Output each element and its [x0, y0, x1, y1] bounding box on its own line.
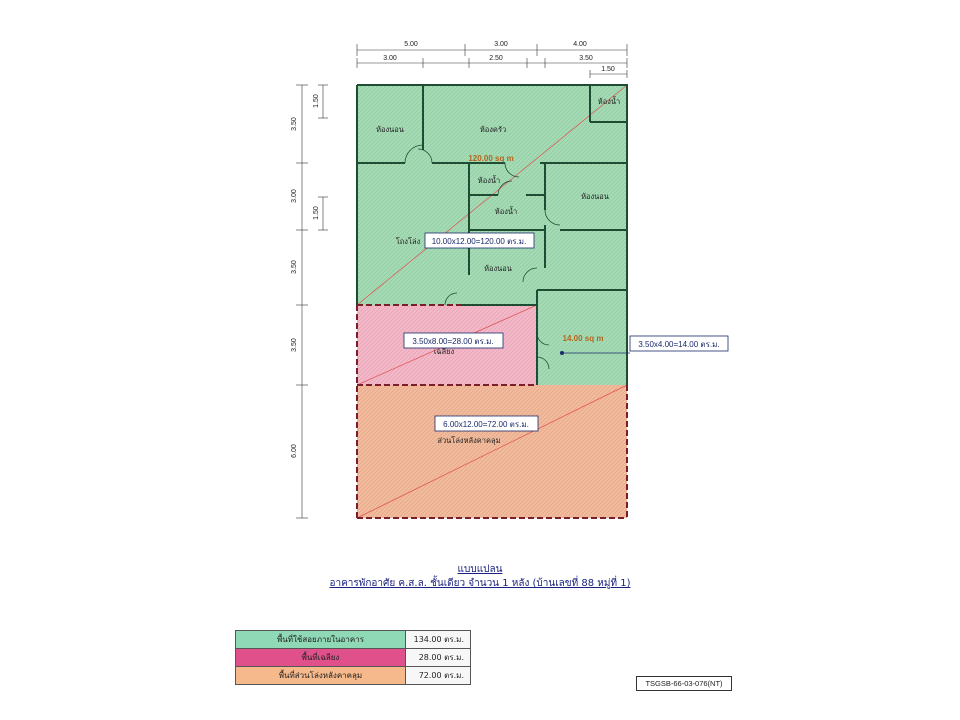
room-bedroom-3: ห้องนอน	[484, 264, 512, 273]
dim-top-3: 4.00	[573, 41, 587, 48]
annex-area	[537, 305, 627, 385]
dimension-labels: 5.00 3.00 4.00 3.00 2.50 3.50 1.50 3.50 …	[291, 41, 615, 458]
annex-sqm-label: 14.00 sq m	[563, 334, 604, 343]
drawing-code: TSGSB-66-03-076(NT)	[636, 676, 732, 691]
dim-sub-1: 3.00	[383, 55, 397, 62]
porch-area-box: 3.50x8.00=28.00 ตร.ม.	[403, 332, 504, 349]
summary-row-rear: พื้นที่ส่วนโล่งหลังคาคลุม 72.00 ตร.ม.	[235, 666, 471, 685]
summary-label: พื้นที่ใช้สอยภายในอาคาร	[235, 630, 406, 649]
summary-value: 72.00 ตร.ม.	[405, 666, 471, 685]
rear-area-box: 6.00x12.00=72.00 ตร.ม.	[434, 415, 539, 432]
svg-text:6.00x12.00=72.00 ตร.ม.: 6.00x12.00=72.00 ตร.ม.	[443, 420, 529, 429]
summary-label: พื้นที่ส่วนโล่งหลังคาคลุม	[235, 666, 406, 685]
main-sqm-label: 120.00 sq m	[468, 154, 513, 163]
dim-left-1: 3.50	[291, 117, 298, 131]
room-kitchen: ห้องครัว	[480, 125, 506, 134]
dim-top-1: 5.00	[404, 41, 418, 48]
room-bathroom-mid: ห้องน้ำ	[478, 175, 500, 185]
summary-label: พื้นที่เฉลียง	[235, 648, 406, 667]
room-bathroom-center: ห้องน้ำ	[495, 206, 517, 216]
dim-left-4: 3.50	[291, 338, 298, 352]
svg-text:10.00x12.00=120.00 ตร.ม.: 10.00x12.00=120.00 ตร.ม.	[432, 237, 527, 246]
dim-left-3: 3.50	[291, 260, 298, 274]
main-area-box: 10.00x12.00=120.00 ตร.ม.	[424, 232, 535, 249]
room-labels: ห้องนอน ห้องครัว ห้องน้ำ ห้องน้ำ ห้องน้ำ…	[376, 96, 620, 445]
dim-left-sub-1: 1.50	[313, 94, 320, 108]
dim-left-sub-2: 1.50	[313, 206, 320, 220]
dimension-lines	[296, 44, 628, 519]
dim-top-2: 3.00	[494, 41, 508, 48]
dim-left-2: 3.00	[291, 189, 298, 203]
room-living: โถงโล่ง	[396, 237, 421, 246]
summary-row-porch: พื้นที่เฉลียง 28.00 ตร.ม.	[235, 648, 471, 667]
open-edges	[356, 304, 628, 519]
dim-sub-3: 3.50	[579, 55, 593, 62]
dim-sub-2: 2.50	[489, 55, 503, 62]
svg-text:3.50x4.00=14.00 ตร.ม.: 3.50x4.00=14.00 ตร.ม.	[638, 340, 719, 349]
dim-sub-4: 1.50	[601, 66, 615, 73]
summary-value: 134.00 ตร.ม.	[405, 630, 471, 649]
room-bedroom-2: ห้องนอน	[581, 192, 609, 201]
floor-plan-drawing: 5.00 3.00 4.00 3.00 2.50 3.50 1.50 3.50 …	[291, 41, 729, 519]
room-porch: เฉลียง	[434, 347, 455, 356]
annex-area-box: 3.50x4.00=14.00 ตร.ม.	[560, 335, 729, 355]
walls	[356, 84, 628, 385]
room-bedroom-1: ห้องนอน	[376, 125, 404, 134]
door-swings	[404, 144, 561, 370]
dim-left-5: 6.00	[291, 444, 298, 458]
room-bathroom-top: ห้องน้ำ	[598, 96, 620, 106]
room-rear-yard: ส่วนโล่งหลังคาคลุม	[437, 436, 500, 445]
plan-title: แบบแปลน	[457, 564, 503, 575]
svg-text:3.50x8.00=28.00 ตร.ม.: 3.50x8.00=28.00 ตร.ม.	[412, 337, 493, 346]
plan-subtitle: อาคารพักอาศัย ค.ส.ล. ชั้นเดียว จำนวน 1 ห…	[329, 578, 631, 589]
area-summary-table: พื้นที่ใช้สอยภายในอาคาร 134.00 ตร.ม. พื้…	[235, 630, 471, 685]
summary-row-interior: พื้นที่ใช้สอยภายในอาคาร 134.00 ตร.ม.	[235, 630, 471, 649]
summary-value: 28.00 ตร.ม.	[405, 648, 471, 667]
